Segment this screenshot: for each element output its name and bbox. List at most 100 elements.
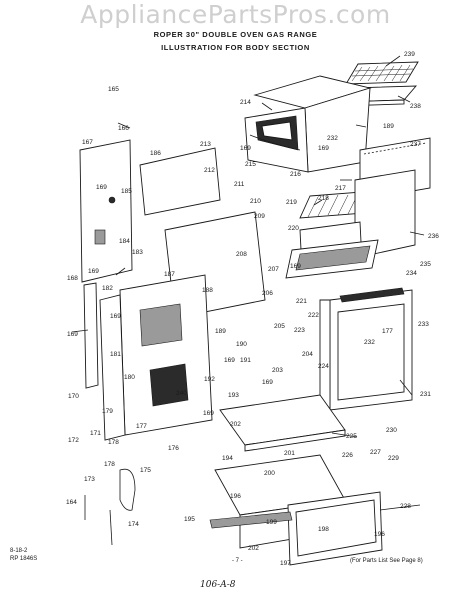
callout-189: 189: [215, 328, 226, 335]
broiler-rack-239: [345, 61, 419, 85]
callout-194: 194: [222, 455, 233, 462]
callout-169: 169: [88, 268, 99, 275]
callout-169: 169: [318, 145, 329, 152]
callout-237: 237: [410, 141, 421, 148]
callout-172: 172: [68, 437, 79, 444]
callout-214: 214: [240, 99, 251, 106]
callout-196: 196: [230, 493, 241, 500]
callout-230: 230: [386, 427, 397, 434]
callout-198: 198: [318, 526, 329, 533]
callout-167: 167: [82, 139, 93, 146]
callout-168: 168: [67, 275, 78, 282]
bottom-pan-225: [219, 394, 346, 452]
callout-240: 240: [176, 390, 187, 397]
side-trim-168: [83, 282, 99, 389]
callout-169: 169: [96, 184, 107, 191]
callout-169: 169: [262, 379, 273, 386]
callout-203: 203: [272, 367, 283, 374]
callout-170: 170: [68, 393, 79, 400]
callout-211: 211: [234, 181, 245, 188]
center-body-209: [99, 147, 266, 441]
callout-196: 196: [374, 531, 385, 538]
callout-226: 226: [342, 452, 353, 459]
callout-178-lower: 178: [104, 461, 115, 468]
code-line-1: 8-18-2: [10, 548, 28, 554]
callout-208: 208: [236, 251, 247, 258]
callout-193: 193: [228, 392, 239, 399]
callout-164: 164: [66, 499, 77, 506]
parts-list-note: (For Parts List See Page 8): [350, 558, 423, 564]
callout-239: 239: [404, 51, 415, 58]
callout-199: 199: [266, 519, 277, 526]
callout-224: 224: [318, 363, 329, 370]
callout-202: 202: [230, 421, 241, 428]
callout-206: 206: [262, 290, 273, 297]
callout-171: 171: [90, 430, 101, 437]
callout-225: 225: [346, 433, 357, 440]
callout-213: 213: [200, 141, 211, 148]
callout-201: 201: [284, 450, 295, 457]
callout-169: 169: [203, 410, 214, 417]
code-line-2: RP 1846S: [10, 556, 38, 562]
callout-188: 188: [202, 287, 213, 294]
callout-189: 189: [383, 123, 394, 130]
callout-228: 228: [400, 503, 411, 510]
callout-217: 217: [335, 185, 346, 192]
callout-204: 204: [302, 351, 313, 358]
callout-182: 182: [102, 285, 113, 292]
handwritten-ref: 106-A-8: [200, 580, 236, 590]
callout-180: 180: [124, 374, 135, 381]
callout-212: 212: [204, 167, 215, 174]
callout-185: 185: [121, 188, 132, 195]
callout-183: 183: [132, 249, 143, 256]
callout-179: 179: [102, 408, 113, 415]
callout-207: 207: [268, 266, 279, 273]
callout-229: 229: [388, 455, 399, 462]
callout-210: 210: [250, 198, 261, 205]
callout-187: 187: [164, 271, 175, 278]
callout-169: 169: [110, 313, 121, 320]
callout-233: 233: [418, 321, 429, 328]
callout-169: 169: [224, 357, 235, 364]
base-rail-195: [209, 511, 293, 529]
callout-195: 195: [184, 516, 195, 523]
callout-231: 231: [420, 391, 431, 398]
callout-177: 177: [136, 423, 147, 430]
callout-177: 177: [382, 328, 393, 335]
callout-186: 186: [150, 150, 161, 157]
callout-175: 175: [140, 467, 151, 474]
callout-192: 192: [204, 376, 215, 383]
side-panel-167: [79, 139, 133, 283]
callout-218: 218: [318, 195, 329, 202]
callout-232: 232: [364, 339, 375, 346]
callout-173: 173: [84, 476, 95, 483]
watermark: AppliancePartsPros.com: [80, 0, 391, 29]
callout-174: 174: [128, 521, 139, 528]
page-ref: - 7 -: [232, 558, 243, 564]
diagram-title: ROPER 30" DOUBLE OVEN GAS RANGE: [153, 30, 318, 39]
oven-door-231: [319, 287, 413, 411]
storage-drawer-228: [214, 454, 383, 566]
callout-labels: 239 238 214 189 232 237 169 215 216 169 …: [66, 51, 439, 567]
callout-216: 216: [290, 171, 301, 178]
diagram-subtitle: ILLUSTRATION FOR BODY SECTION: [161, 43, 310, 52]
callout-223: 223: [294, 327, 305, 334]
callout-166: 166: [118, 125, 129, 132]
callout-169-mid: 169: [290, 263, 301, 270]
callout-219: 219: [286, 199, 297, 206]
callout-232: 232: [327, 135, 338, 142]
callout-235: 235: [420, 261, 431, 268]
callout-165: 165: [108, 86, 119, 93]
callout-169: 169: [240, 145, 251, 152]
callout-209: 209: [254, 213, 265, 220]
callout-197: 197: [280, 560, 291, 567]
callout-234: 234: [406, 270, 417, 277]
callout-222: 222: [308, 312, 319, 319]
callout-221: 221: [296, 298, 307, 305]
upper-oven-body-214: [244, 75, 372, 173]
callout-184: 184: [119, 238, 130, 245]
oven-liner-219: [285, 169, 416, 279]
callout-215: 215: [245, 161, 256, 168]
callout-220: 220: [288, 225, 299, 232]
